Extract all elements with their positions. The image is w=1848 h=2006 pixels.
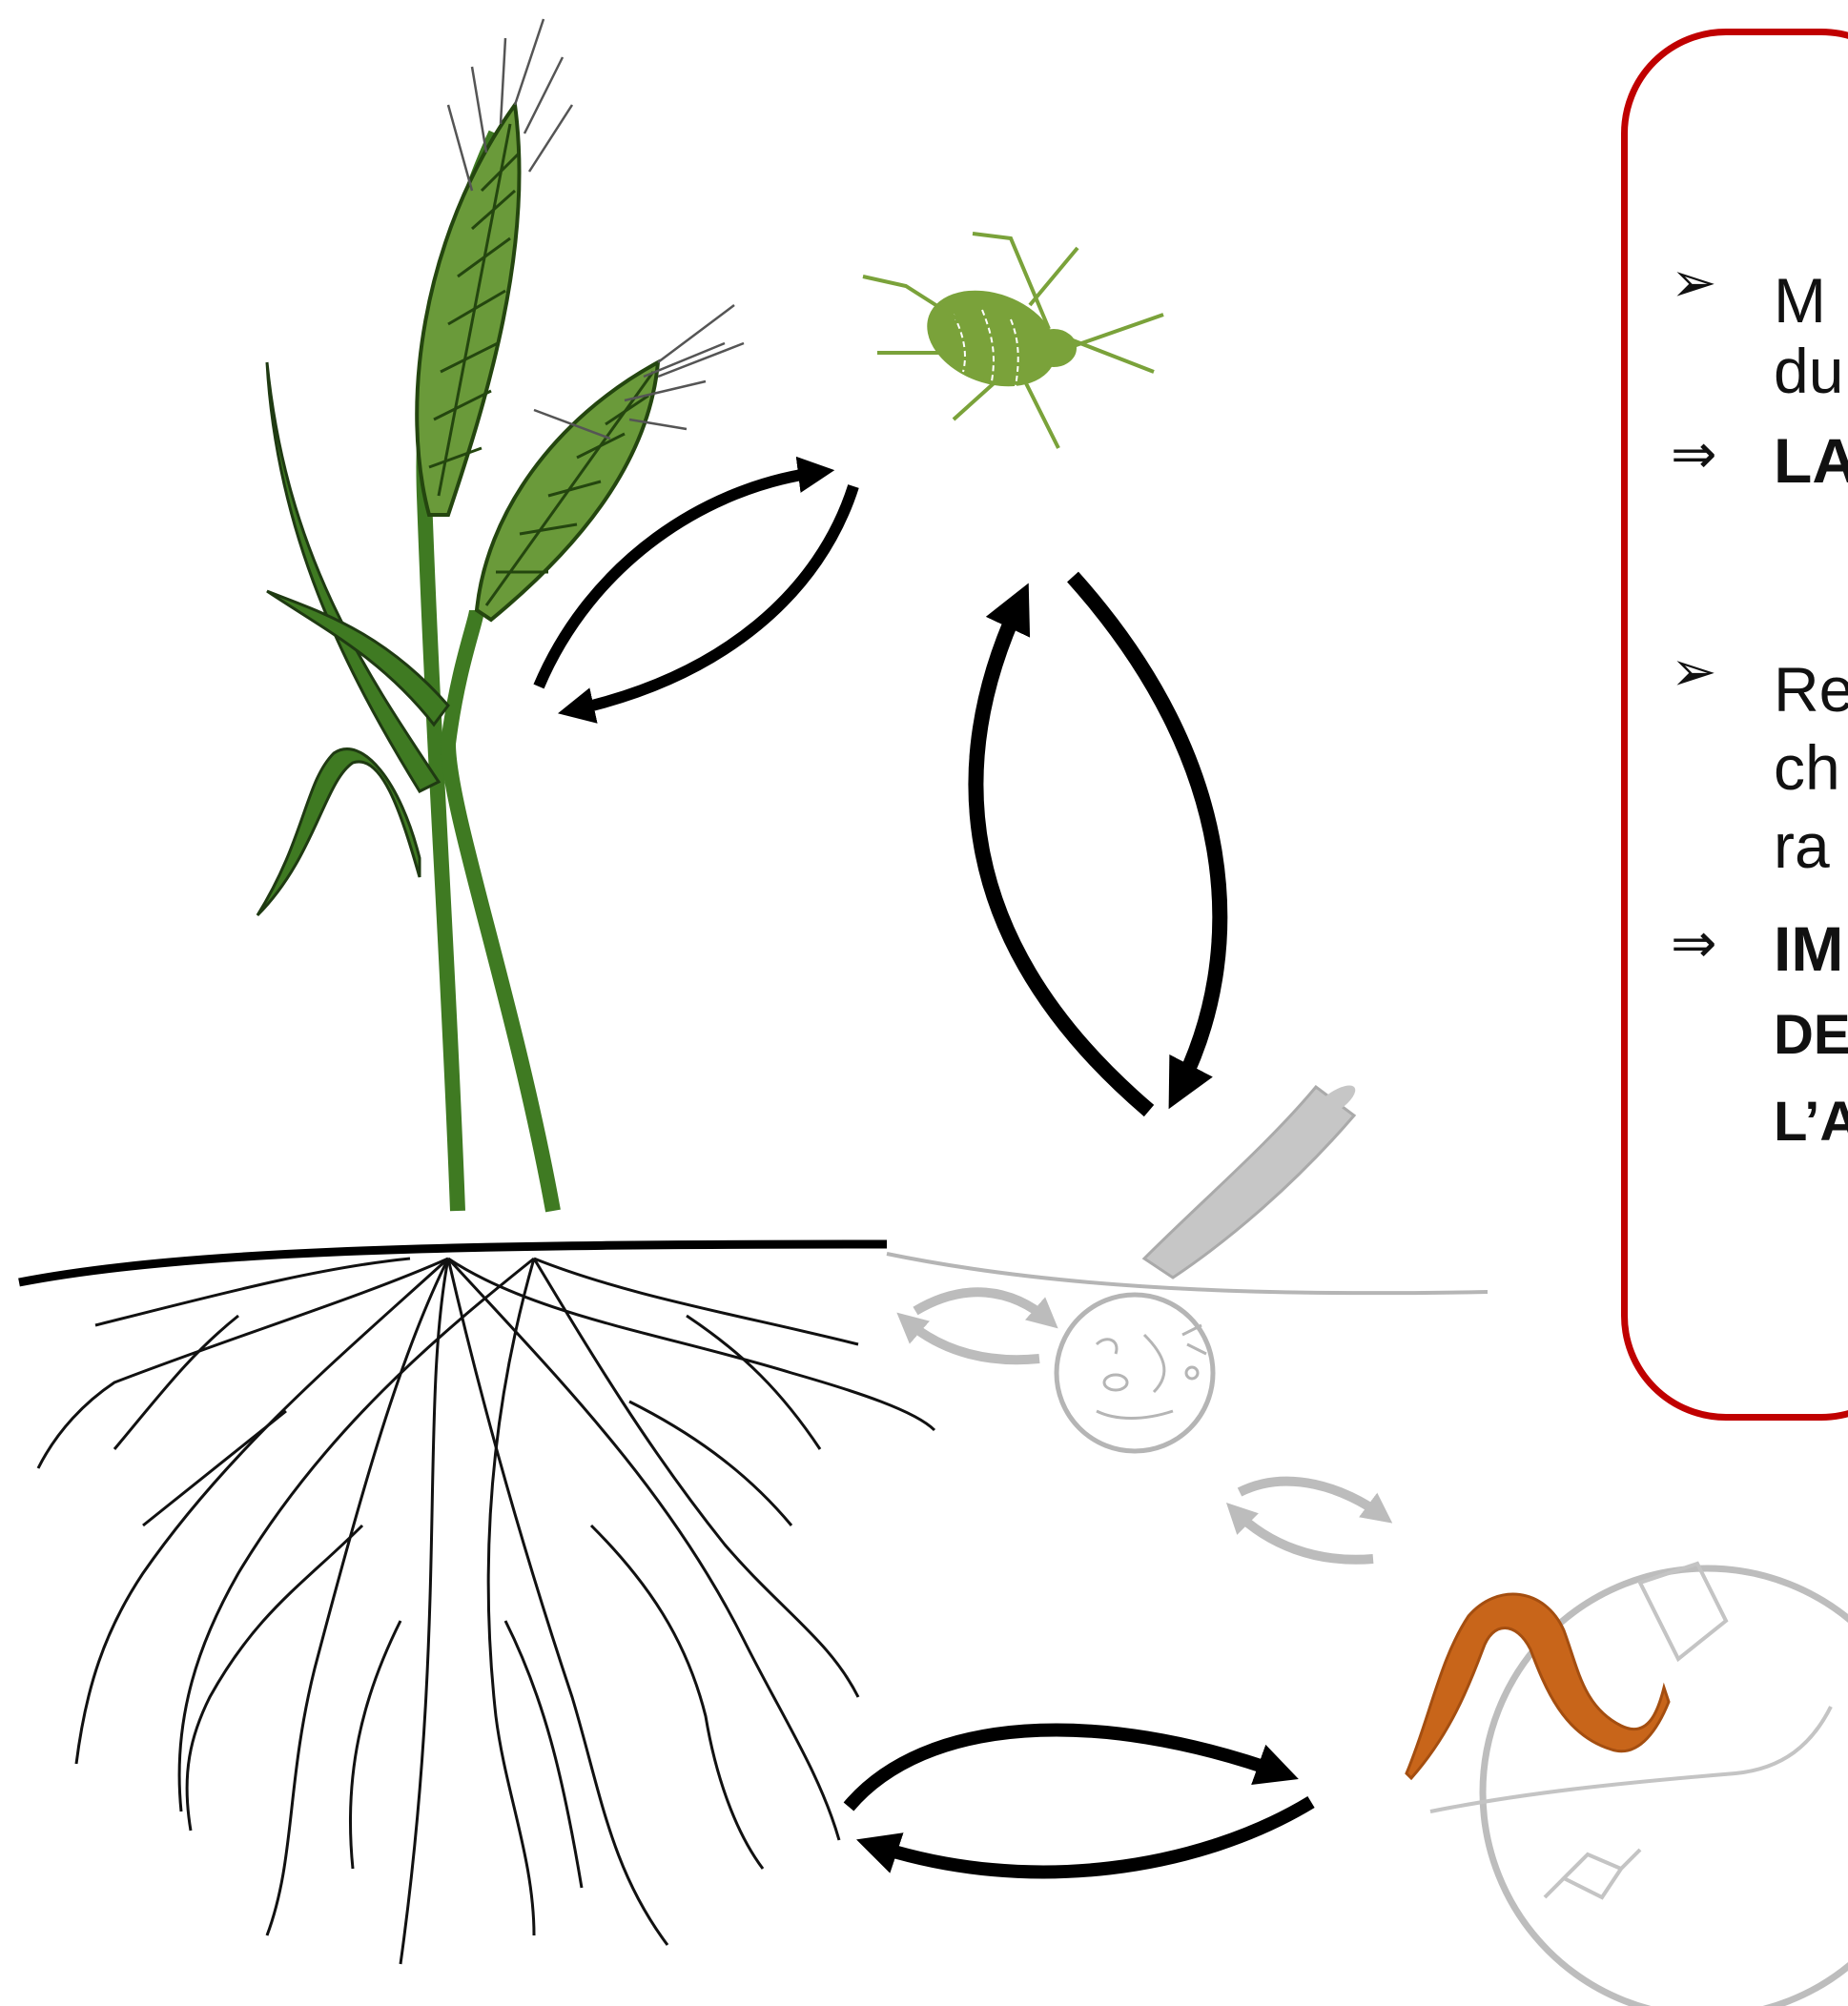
result-2-line-1: IM bbox=[1774, 917, 1843, 980]
legend-box bbox=[1621, 29, 1848, 1421]
arrow-roots-to-nodule-faded bbox=[906, 1292, 1049, 1360]
implies-arrow-1: ⇒ bbox=[1671, 421, 1717, 486]
bullet-2-line-1: Re bbox=[1774, 658, 1848, 721]
bullet-2-line-3: ra bbox=[1774, 814, 1830, 877]
arrow-nodule-to-fauna-faded bbox=[1235, 1482, 1383, 1560]
soil-fauna bbox=[1407, 1564, 1848, 2006]
arrow-aphid-to-nodule bbox=[975, 577, 1220, 1111]
wheat-ear-main bbox=[417, 19, 572, 515]
arrow-roots-to-fauna bbox=[849, 1730, 1311, 1872]
implies-arrow-2: ⇒ bbox=[1671, 911, 1717, 975]
result-1: LA bbox=[1774, 429, 1848, 492]
bullet-2-line-2: ch bbox=[1774, 736, 1840, 799]
result-2-line-3: L’A bbox=[1774, 1095, 1848, 1150]
wheat-plant bbox=[257, 19, 744, 1211]
bullet-arrow-1: ➢ bbox=[1671, 250, 1717, 315]
bullet-arrow-2: ➢ bbox=[1671, 639, 1717, 704]
bullet-1-line-2: du bbox=[1774, 339, 1843, 402]
aphid bbox=[863, 234, 1163, 448]
bullet-1-line-1: M bbox=[1774, 269, 1826, 332]
root-nodule-microbes bbox=[1057, 1079, 1360, 1451]
wheat-roots bbox=[38, 1259, 934, 1964]
result-2-line-2: DE bbox=[1774, 1008, 1848, 1063]
